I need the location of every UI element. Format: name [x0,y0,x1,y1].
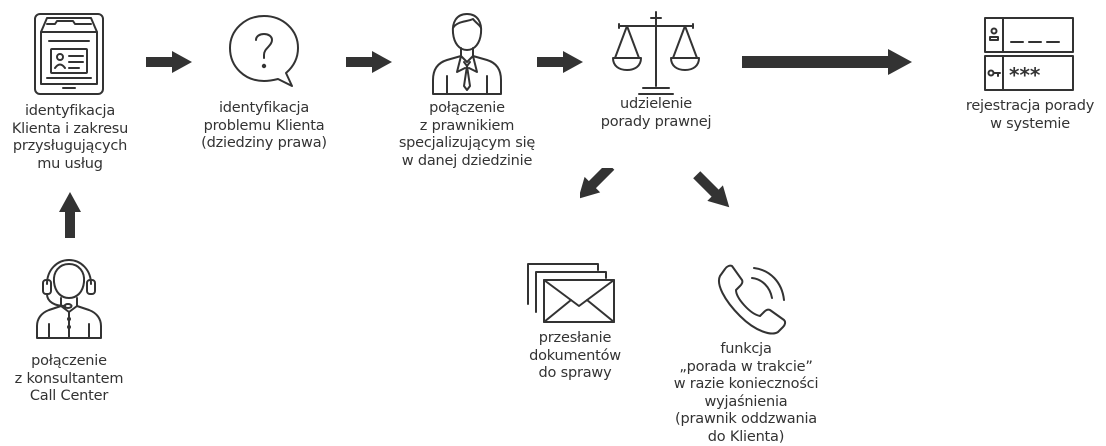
arrow-right-1 [146,51,192,73]
step-label-lawyer-connection: połączenie z prawnikiem specjalizującym … [398,100,536,169]
arrow-right-2 [346,51,392,73]
step-label-client-identification: identyfikacja Klienta i zakresu przysług… [11,103,129,172]
svg-text:***: *** [1009,63,1041,87]
scales-icon [611,8,701,96]
file-drawer-icon [33,10,105,96]
step-label-call-center: połączenie z konsultantem Call Center [14,353,124,404]
step-label-documents: przesłanie dokumentów do sprawy [529,330,621,381]
arrow-up [59,192,81,238]
arrow-down-left [580,168,626,214]
phone-icon [712,262,788,336]
arrow-down-right [690,168,736,214]
registration-card-icon: *** [983,16,1075,92]
step-label-legal-advice: udzielenie porady prawnej [600,96,712,130]
arrow-right-3 [537,51,583,73]
step-label-problem-identification: identyfikacja problemu Klienta (dziedzin… [201,100,327,151]
question-bubble-icon [226,12,302,90]
arrow-right-long [742,49,912,75]
envelopes-icon [526,262,618,326]
call-center-agent-icon [33,256,105,340]
lawyer-icon [429,10,505,96]
step-label-callback: funkcja „porada w trakcie” w razie konie… [673,341,819,445]
step-label-registration: rejestracja porady w systemie [965,98,1095,132]
